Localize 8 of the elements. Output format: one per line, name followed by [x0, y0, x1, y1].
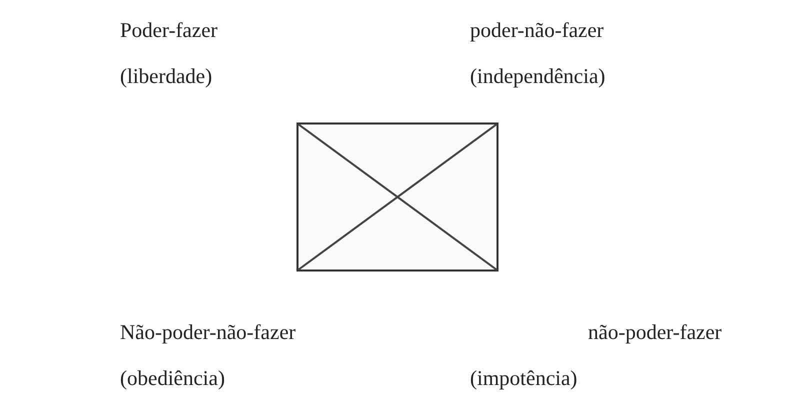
- term-label: Poder-fazer: [120, 18, 218, 44]
- term-label: poder-não-fazer: [470, 18, 604, 44]
- term-label: (obediência): [120, 366, 225, 392]
- term-label: (liberdade): [120, 64, 212, 90]
- term-label: não-poder-fazer: [588, 320, 722, 346]
- term-label: (impotência): [470, 366, 578, 392]
- term-label: Não-poder-não-fazer: [120, 320, 296, 346]
- term-label: (independência): [470, 64, 606, 90]
